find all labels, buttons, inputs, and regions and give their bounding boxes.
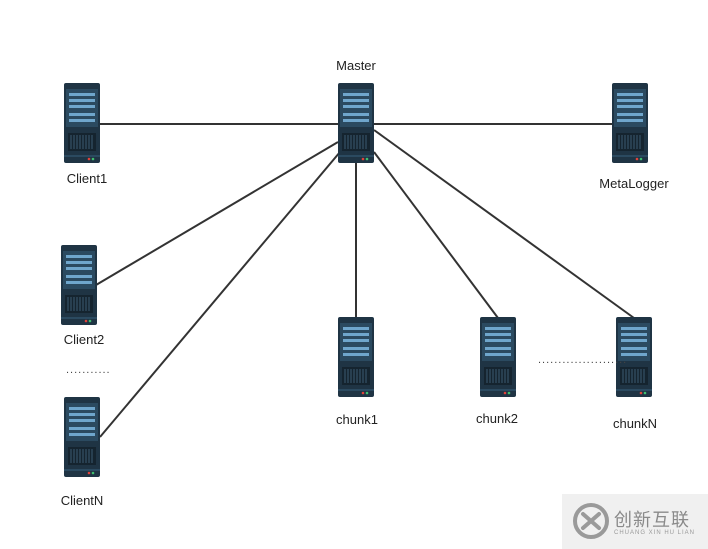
brand-watermark: 创新互联 CHUANG XIN HU LIAN: [562, 494, 708, 549]
chunkN-label: chunkN: [612, 416, 658, 431]
metalogger-label: MetaLogger: [599, 176, 669, 191]
clients-ellipsis: ...........: [66, 364, 111, 376]
server-icon: [479, 316, 517, 398]
server-icon: [337, 82, 375, 164]
server-icon: [60, 244, 98, 326]
server-icon: [63, 82, 101, 164]
server-icon: [63, 396, 101, 478]
brand-name-en: CHUANG XIN HU LIAN: [614, 530, 696, 536]
server-icon: [337, 316, 375, 398]
connections: [95, 123, 635, 438]
link-master-client2: [95, 141, 339, 286]
brand-name-cn: 创新互联: [614, 510, 690, 531]
chunk1-label: chunk1: [336, 412, 378, 427]
link-master-chunkN: [373, 129, 635, 319]
brand-logo-icon: [573, 503, 609, 539]
client2-label: Client2: [63, 332, 105, 347]
server-icon: [611, 82, 649, 164]
master-label: Master: [336, 58, 376, 73]
link-master-chunk2: [373, 151, 499, 319]
client1-label: Client1: [66, 171, 108, 186]
chunks-ellipsis: ......................: [538, 354, 628, 366]
clientN-label: ClientN: [60, 493, 104, 508]
link-master-clientN: [99, 151, 341, 438]
chunk2-label: chunk2: [476, 411, 518, 426]
